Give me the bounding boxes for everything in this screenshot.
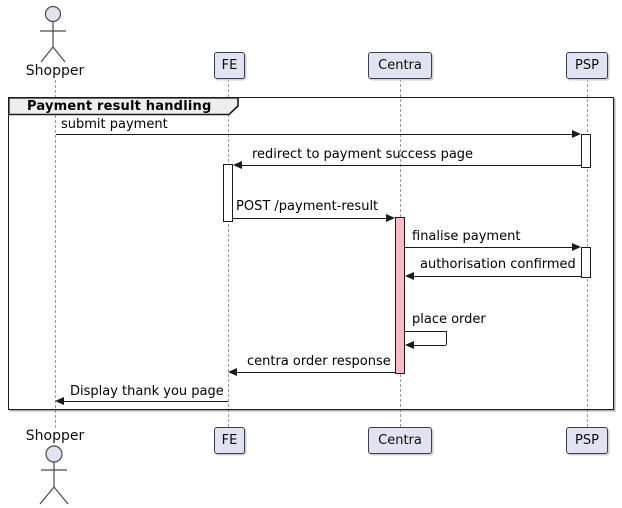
- participant-shopper-top: Shopper: [25, 63, 85, 79]
- message-label-display-thank-you-page: Display thank you page: [70, 384, 224, 399]
- participant-centra-label: Centra: [378, 58, 422, 73]
- participant-fe-label: FE: [221, 433, 238, 448]
- message-line: [242, 165, 581, 166]
- message-line: [64, 401, 228, 402]
- actor-icon: [39, 445, 69, 505]
- arrowhead-left-icon: [233, 161, 242, 169]
- message-label-submit-payment: submit payment: [61, 117, 168, 132]
- participant-psp-label: PSP: [575, 58, 599, 73]
- message-label-place-order: place order: [412, 312, 486, 327]
- message-label-centra-order-response: centra order response: [247, 354, 391, 369]
- message-label-redirect: redirect to payment success page: [252, 147, 474, 162]
- participant-psp-bottom: PSP: [566, 427, 608, 454]
- activation-bar-psp-1: [581, 134, 591, 168]
- activation-bar-fe: [223, 164, 233, 222]
- participant-centra-label: Centra: [378, 433, 422, 448]
- arrowhead-left-icon: [55, 397, 64, 405]
- actor-icon: [40, 5, 66, 63]
- arrowhead-left-icon: [405, 341, 414, 349]
- frame-title: Payment result handling: [27, 99, 212, 114]
- participant-psp-label: PSP: [575, 433, 599, 448]
- message-line: [405, 247, 572, 248]
- lifeline-shopper: [55, 80, 56, 428]
- participant-fe-label: FE: [221, 58, 238, 73]
- frame-title-tab: [8, 97, 239, 116]
- participant-centra-bottom: Centra: [368, 427, 432, 454]
- arrowhead-left-icon: [228, 368, 237, 376]
- lifeline-fe: [228, 79, 229, 427]
- participant-psp-top: PSP: [566, 52, 608, 79]
- arrowhead-right-icon: [386, 214, 395, 222]
- message-label-authorisation-confirmed: authorisation confirmed: [420, 257, 576, 272]
- arrowhead-left-icon: [405, 272, 414, 280]
- participant-centra-top: Centra: [368, 52, 432, 79]
- arrowhead-right-icon: [572, 130, 581, 138]
- message-label-finalise-payment: finalise payment: [412, 229, 521, 244]
- activation-bar-psp-2: [581, 247, 591, 278]
- message-line: [56, 134, 573, 135]
- self-message-line-top: [405, 331, 446, 332]
- participant-fe-top: FE: [214, 52, 245, 79]
- message-line: [414, 276, 581, 277]
- message-line: [233, 218, 386, 219]
- activation-bar-centra: [395, 217, 405, 374]
- participant-fe-bottom: FE: [214, 427, 245, 454]
- participant-shopper-bottom: Shopper: [25, 428, 85, 444]
- arrowhead-right-icon: [572, 243, 581, 251]
- message-label-post-payment-result: POST /payment-result: [236, 199, 379, 214]
- self-message-line-side: [446, 331, 447, 345]
- frame-payment-result-handling: [8, 97, 614, 410]
- message-line: [237, 372, 395, 373]
- self-message-line-bottom: [414, 345, 446, 346]
